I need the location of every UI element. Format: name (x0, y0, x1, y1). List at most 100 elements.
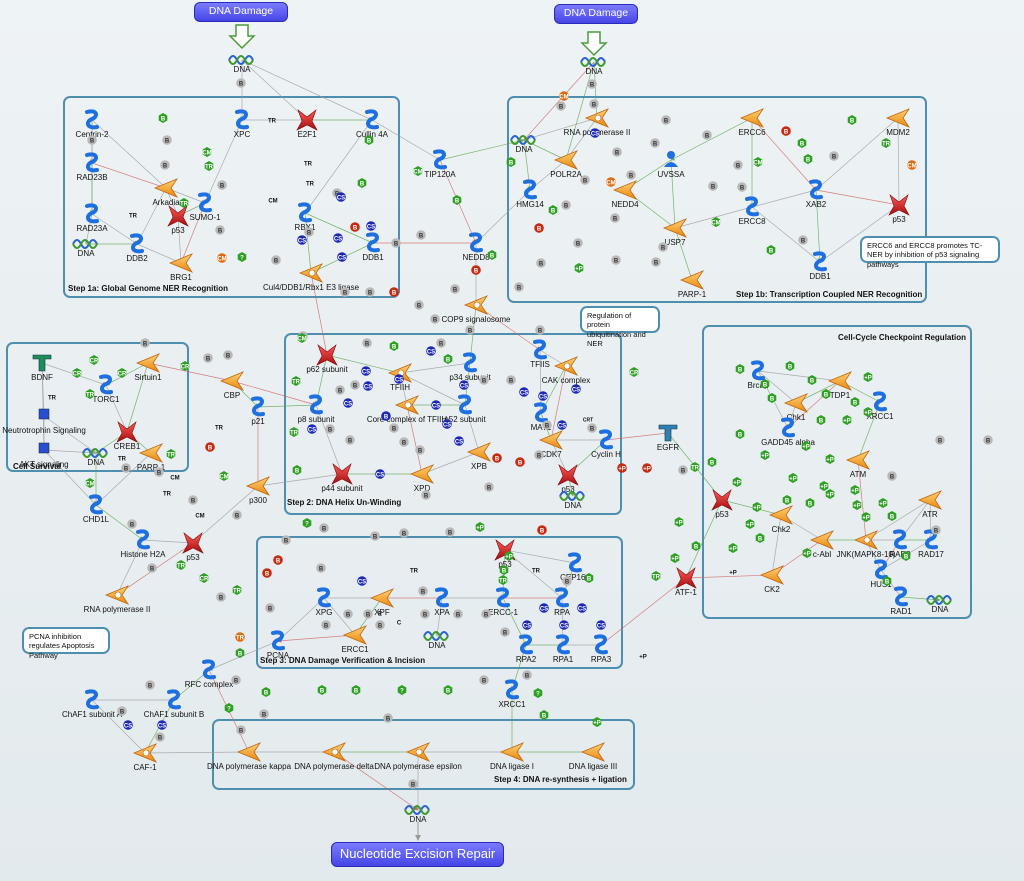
node-xpc[interactable]: XPC (234, 109, 251, 139)
node-dna[interactable]: DNA (510, 135, 536, 154)
node-chk2[interactable]: Chk2 (768, 505, 794, 534)
node-p53[interactable]: p53 (182, 532, 204, 562)
node-centrin-2[interactable]: Centrin-2 (76, 109, 109, 139)
node-e2f1[interactable]: E2F1 (296, 109, 318, 139)
node-cbp[interactable]: CBP (219, 371, 245, 400)
node-ercc-1[interactable]: ERCC-1 (488, 587, 518, 617)
node-core-complex-of-tfiih[interactable]: Core complex of TFIIH (367, 395, 448, 424)
node-p53[interactable]: p53 (888, 194, 910, 224)
node-cak-complex[interactable]: CAK complex (542, 356, 590, 385)
node-dna-polymerase-kappa[interactable]: DNA polymerase kappa (207, 742, 292, 771)
node-histone-h2a[interactable]: Histone H2A (121, 529, 167, 559)
node-xab2[interactable]: XAB2 (806, 179, 827, 209)
node-p62-subunit[interactable]: p62 subunit (306, 344, 348, 374)
node-dna[interactable]: DNA (228, 55, 254, 74)
node-tdp1[interactable]: TDP1 (827, 371, 853, 400)
node-dna-ligase-iii[interactable]: DNA ligase III (569, 742, 617, 771)
node-p53[interactable]: p53 (711, 489, 733, 519)
node-rna-polymerase-ii[interactable]: RNA polymerase II (84, 585, 151, 614)
node-uvssa[interactable]: UVSSA (657, 151, 685, 179)
node-p8-subunit[interactable]: p8 subunit (298, 394, 336, 424)
node-rad23b[interactable]: RAD23B (76, 152, 108, 182)
node-cop9-signalosome[interactable]: COP9 signalosome (442, 295, 511, 324)
node-tip120a[interactable]: TIP120A (424, 149, 456, 179)
node-rpa3[interactable]: RPA3 (591, 634, 612, 664)
node-atr[interactable]: ATR (917, 490, 943, 519)
node-pcna[interactable]: PCNA (267, 630, 290, 660)
node-p21[interactable]: p21 (251, 396, 265, 426)
node-p53[interactable]: p53 (557, 464, 579, 494)
node-chk1[interactable]: Chk1 (783, 393, 809, 422)
node-neutrotrophin-signaling[interactable]: Neutrotrophin Signaling (2, 408, 86, 435)
node-xpf[interactable]: XPF (369, 588, 395, 617)
node-parp-1[interactable]: PARP-1 (137, 443, 166, 472)
node-xpg[interactable]: XPG (316, 587, 333, 617)
node-cyclin-h[interactable]: Cyclin H (591, 429, 621, 459)
node-dna[interactable]: DNA (82, 448, 108, 467)
node-rad23a[interactable]: RAD23A (76, 203, 108, 233)
node-nedd8[interactable]: NEDD8 (462, 232, 490, 262)
node-dna-polymerase-delta[interactable]: DNA polymerase delta (294, 742, 374, 771)
node-dna[interactable]: DNA (580, 57, 606, 76)
node-tfiis[interactable]: TFIIS (530, 339, 550, 369)
node-rfc-complex[interactable]: RFC complex (185, 659, 233, 689)
node-dna-ligase-i[interactable]: DNA ligase I (490, 742, 534, 771)
node-creb1[interactable]: CREB1 (114, 421, 141, 451)
node-mat1[interactable]: MAT1 (531, 402, 552, 432)
node-c-abl[interactable]: c-Abl (809, 530, 835, 559)
node-cul4-ddb1-rbx1-e3-ligase[interactable]: Cul4/DDB1/Rbx1 E3 ligase (263, 263, 360, 292)
node-rpa2[interactable]: RPA2 (516, 634, 537, 664)
node-chaf1-subunit-a[interactable]: ChAF1 subunit A (62, 689, 123, 719)
nucleotide-excision-repair-button[interactable]: Nucleotide Excision Repair (331, 842, 504, 867)
node-rbx1[interactable]: RBX1 (295, 202, 316, 232)
node-p44-subunit[interactable]: p44 subunit (321, 463, 363, 493)
node-dna[interactable]: DNA (926, 595, 952, 614)
node-xpd[interactable]: XPD (409, 464, 435, 493)
dna-damage-button-right[interactable]: DNA Damage (554, 4, 638, 24)
node-xpa[interactable]: XPA (434, 587, 450, 617)
node-jnk-mapk8-10[interactable]: JNK(MAPK8-10) (836, 530, 896, 559)
node-dna[interactable]: DNA (404, 805, 430, 824)
node-gadd45-alpha[interactable]: GADD45 alpha (761, 417, 815, 447)
node-atf-1[interactable]: ATF-1 (675, 567, 697, 597)
node-p52-subunit[interactable]: p52 subunit (444, 394, 486, 424)
node-p34-subunit[interactable]: p34 subunit (449, 352, 491, 382)
node-cdk7[interactable]: CDK7 (538, 430, 564, 459)
node-ddb2[interactable]: DDB2 (126, 233, 148, 263)
node-dna-polymerase-epsilon[interactable]: DNA polymerase epsilon (374, 742, 462, 771)
node-ercc1[interactable]: ERCC1 (341, 625, 369, 654)
node-usp7[interactable]: USP7 (662, 218, 688, 247)
node-mdm2[interactable]: MDM2 (885, 108, 910, 137)
node-atm[interactable]: ATM (845, 450, 871, 479)
node-rpa[interactable]: RPA (554, 587, 571, 617)
node-hus1[interactable]: HUS1 (870, 559, 892, 589)
node-sirtuin1[interactable]: Sirtuin1 (134, 353, 162, 382)
node-hmg14[interactable]: HMG14 (516, 179, 544, 209)
node-dna[interactable]: DNA (423, 631, 449, 650)
node-cullin-4a[interactable]: Cullin 4A (356, 109, 389, 139)
node-chaf1-subunit-b[interactable]: ChAF1 subunit B (144, 689, 204, 719)
node-torc1[interactable]: TORC1 (93, 374, 121, 404)
node-parp-1[interactable]: PARP-1 (678, 270, 707, 299)
node-ddb1[interactable]: DDB1 (809, 251, 831, 281)
node-p53[interactable]: p53 (167, 205, 189, 235)
node-xrcc1[interactable]: XRCC1 (866, 391, 894, 421)
node-p300[interactable]: p300 (245, 476, 271, 505)
node-egfr[interactable]: EGFR (657, 424, 679, 452)
node-brg1[interactable]: BRG1 (168, 253, 194, 282)
node-cep164[interactable]: CEP164 (560, 552, 590, 582)
node-caf-1[interactable]: CAF-1 (132, 743, 157, 772)
node-brca1[interactable]: Brca1 (748, 360, 769, 390)
node-arkadia[interactable]: Arkadia (152, 178, 180, 207)
node-rpa1[interactable]: RPA1 (553, 634, 574, 664)
node-sumo-1[interactable]: SUMO-1 (189, 192, 221, 222)
node-dna[interactable]: DNA (559, 491, 585, 510)
node-chd1l[interactable]: CHD1L (83, 494, 110, 524)
node-nedd4[interactable]: NEDD4 (611, 180, 639, 209)
node-rad9[interactable]: RAD9 (889, 529, 911, 559)
node-ck2[interactable]: CK2 (759, 565, 785, 594)
node-ercc6[interactable]: ERCC6 (738, 108, 766, 137)
node-bdnf[interactable]: BDNF (31, 354, 53, 382)
node-tfiih[interactable]: TFIIH (387, 363, 413, 392)
dna-damage-button-left[interactable]: DNA Damage (194, 2, 288, 22)
